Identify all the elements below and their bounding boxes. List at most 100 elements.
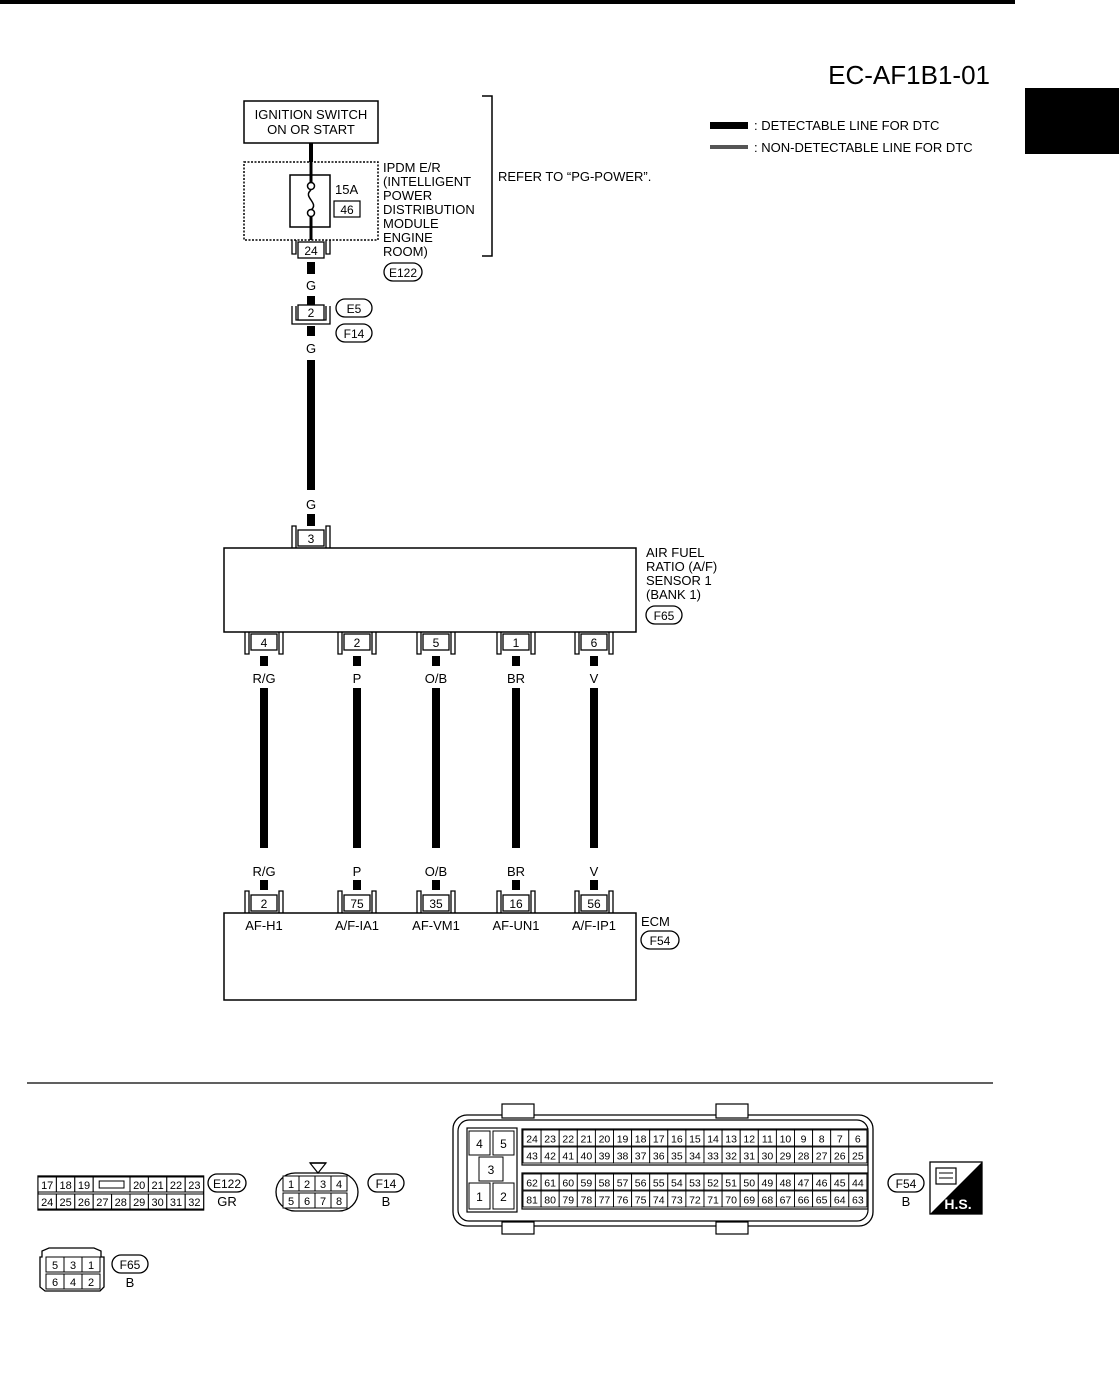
ipdm-label-line: DISTRIBUTION [383, 202, 475, 217]
ipdm-label-line: IPDM E/R [383, 160, 441, 175]
refer-bracket [482, 95, 493, 257]
pin-label: 67 [780, 1195, 792, 1207]
pin-label: 25 [59, 1197, 71, 1209]
wire-color-label: O/B [425, 864, 447, 879]
svg-text:F54: F54 [896, 1177, 917, 1191]
pin-label: 28 [115, 1197, 127, 1209]
pin-label: 37 [635, 1151, 647, 1163]
pin-label: 80 [544, 1195, 556, 1207]
wire-color-g: G [306, 278, 316, 293]
pin-label: 76 [617, 1195, 629, 1207]
ecm-terminal-name: AF-UN1 [493, 918, 540, 933]
connector-tag-e122-text: E122 [389, 266, 417, 280]
pin-label: 41 [562, 1151, 574, 1163]
wire-color-label: P [353, 864, 362, 879]
ipdm-label-line: POWER [383, 188, 432, 203]
ecm-terminal-name: A/F-IA1 [335, 918, 379, 933]
connector-tag-f14 [335, 323, 373, 343]
af-sensor-box [223, 547, 637, 633]
hs-badge-text: H.S. [944, 1196, 971, 1212]
pin-label: 42 [544, 1151, 556, 1163]
connector-tag-f54 [640, 930, 680, 950]
pin-label: 64 [834, 1195, 846, 1207]
svg-text:F65: F65 [654, 609, 675, 623]
pin-label: 72 [689, 1195, 701, 1207]
pin-label: 1 [88, 1260, 94, 1272]
pin-label: 30 [762, 1151, 774, 1163]
svg-text:F65: F65 [120, 1258, 141, 1272]
pin-label: 8 [336, 1196, 342, 1208]
pin-label: 48 [780, 1178, 792, 1190]
connector-tag-f65-view [111, 1254, 149, 1274]
pin-label: 7 [837, 1134, 843, 1146]
connector-color-f65: B [126, 1275, 135, 1290]
pin-label: 25 [852, 1151, 864, 1163]
svg-text:E5: E5 [347, 302, 362, 316]
fuse-number: 46 [340, 203, 354, 217]
ecm-terminal-name: AF-H1 [245, 918, 283, 933]
pin-label: 7 [320, 1196, 326, 1208]
sensor-label-line: (BANK 1) [646, 587, 701, 602]
non-detectable-line-swatch [710, 145, 748, 149]
sensor-pin-label: 4 [261, 636, 268, 650]
svg-text:F14: F14 [344, 327, 365, 341]
pin-label: 68 [762, 1195, 774, 1207]
pin-label: 22 [562, 1134, 574, 1146]
pin-label: 63 [852, 1195, 864, 1207]
pin-label: 58 [599, 1178, 611, 1190]
pin-label: 26 [834, 1151, 846, 1163]
sensor-pin-label: 2 [354, 636, 361, 650]
pin-label: 46 [816, 1178, 828, 1190]
pin-label: 17 [41, 1180, 53, 1192]
pin-label: 55 [653, 1178, 665, 1190]
hs-badge-icon: H.S. [929, 1161, 983, 1215]
pin-label: 53 [689, 1178, 701, 1190]
diagram-title: EC-AF1B1-01 [828, 60, 990, 90]
pin-label: 52 [707, 1178, 719, 1190]
ecm-pin-label: 35 [429, 897, 443, 911]
pin-label: 13 [725, 1134, 737, 1146]
pin-label: 32 [725, 1151, 737, 1163]
wire-0: 4R/GR/G [244, 632, 284, 890]
sensor-pin-label: 5 [433, 636, 440, 650]
pin-label: 69 [743, 1195, 755, 1207]
joint-connector-e5-f14: 2 [291, 304, 331, 325]
sensor-label-line: AIR FUEL [646, 545, 705, 560]
pin-label: 27 [96, 1197, 108, 1209]
pin-label: 10 [780, 1134, 792, 1146]
connector-color-f54: B [902, 1194, 911, 1209]
pin-label: 74 [653, 1195, 665, 1207]
section-tab [1025, 88, 1119, 154]
pin-label: 1 [288, 1179, 294, 1191]
connector-color-f14: B [382, 1194, 391, 1209]
sensor-label-line: RATIO (A/F) [646, 559, 717, 574]
connector-tag-e5 [335, 298, 373, 318]
connector-pin-24: 24 [291, 240, 331, 259]
ecm-pin-label: 56 [587, 897, 601, 911]
pin-label: 29 [780, 1151, 792, 1163]
ipdm-label-line: MODULE [383, 216, 439, 231]
pin-label: 33 [707, 1151, 719, 1163]
wire-color-label: V [590, 671, 599, 686]
pin-label: 23 [544, 1134, 556, 1146]
pin-label: 54 [671, 1178, 683, 1190]
pin-label: 66 [798, 1195, 810, 1207]
pin-label: 59 [581, 1178, 593, 1190]
svg-text:E122: E122 [213, 1177, 241, 1191]
pin-label: 81 [526, 1195, 538, 1207]
pin-label: 20 [599, 1134, 611, 1146]
pin-label: 30 [151, 1197, 163, 1209]
wire-line [590, 688, 598, 848]
pin-label: 71 [707, 1195, 719, 1207]
wire-1: 2PP [337, 632, 377, 890]
pin-label: 6 [304, 1196, 310, 1208]
pin-label: 5 [52, 1260, 58, 1272]
pin-label: 4 [476, 1137, 483, 1151]
legend-non-detectable-text: : NON-DETECTABLE LINE FOR DTC [754, 140, 973, 155]
svg-text:F54: F54 [650, 934, 671, 948]
pin-label: 3 [320, 1179, 326, 1191]
sensor-pin-3: 3 [291, 525, 331, 548]
pin-label: 60 [562, 1178, 574, 1190]
